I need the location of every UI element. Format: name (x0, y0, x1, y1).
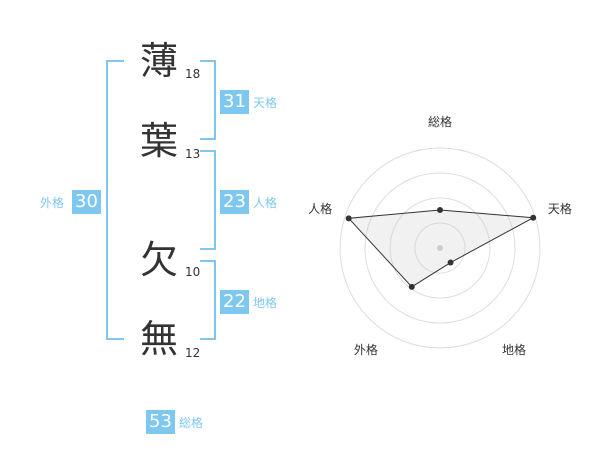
radar-axis-label-1: 総格 (428, 114, 452, 129)
soukaku-value-badge: 53 (146, 410, 175, 434)
name-char-2: 葉 (139, 119, 178, 163)
jinkaku-label: 人格 (253, 196, 278, 210)
jinkaku-value-badge: 23 (220, 190, 249, 214)
radar-point-2 (530, 214, 537, 221)
radar-point-3 (447, 259, 454, 266)
radar-point-4 (408, 283, 415, 290)
name-char-3: 欠 (139, 238, 178, 282)
chikaku-bracket (200, 260, 216, 340)
chikaku-value-badge: 22 (220, 290, 249, 314)
stroke-count-1: 18 (185, 67, 201, 81)
radar-ring (389, 197, 491, 299)
gaikaku-bracket (106, 60, 124, 340)
gaikaku-label: 外格 (40, 196, 65, 210)
radar-ring (339, 147, 541, 349)
radar-point-5 (345, 215, 352, 222)
name-char-4: 無 (139, 317, 178, 361)
tenkaku-bracket (200, 60, 216, 140)
radar-point-1 (437, 207, 443, 213)
tenkaku-label: 天格 (253, 96, 278, 110)
soukaku-label: 総格 (179, 416, 204, 430)
radar-ring (364, 172, 516, 324)
radar-ring (414, 222, 466, 274)
radar-axis-label-3: 地格 (502, 342, 526, 357)
stroke-count-2: 13 (185, 147, 201, 161)
chikaku-label: 地格 (253, 296, 278, 310)
stroke-count-4: 12 (185, 346, 201, 360)
jinkaku-bracket (200, 150, 216, 250)
radar-center-dot (437, 245, 443, 251)
gaikaku-value-badge: 30 (72, 190, 101, 214)
radar-axis-label-4: 外格 (354, 342, 378, 357)
name-char-1: 薄 (139, 39, 178, 83)
tenkaku-value-badge: 31 (220, 90, 249, 114)
radar-axis-label-5: 人格 (308, 201, 332, 216)
radar-axis-label-2: 天格 (548, 201, 572, 216)
stroke-count-3: 10 (185, 265, 201, 279)
